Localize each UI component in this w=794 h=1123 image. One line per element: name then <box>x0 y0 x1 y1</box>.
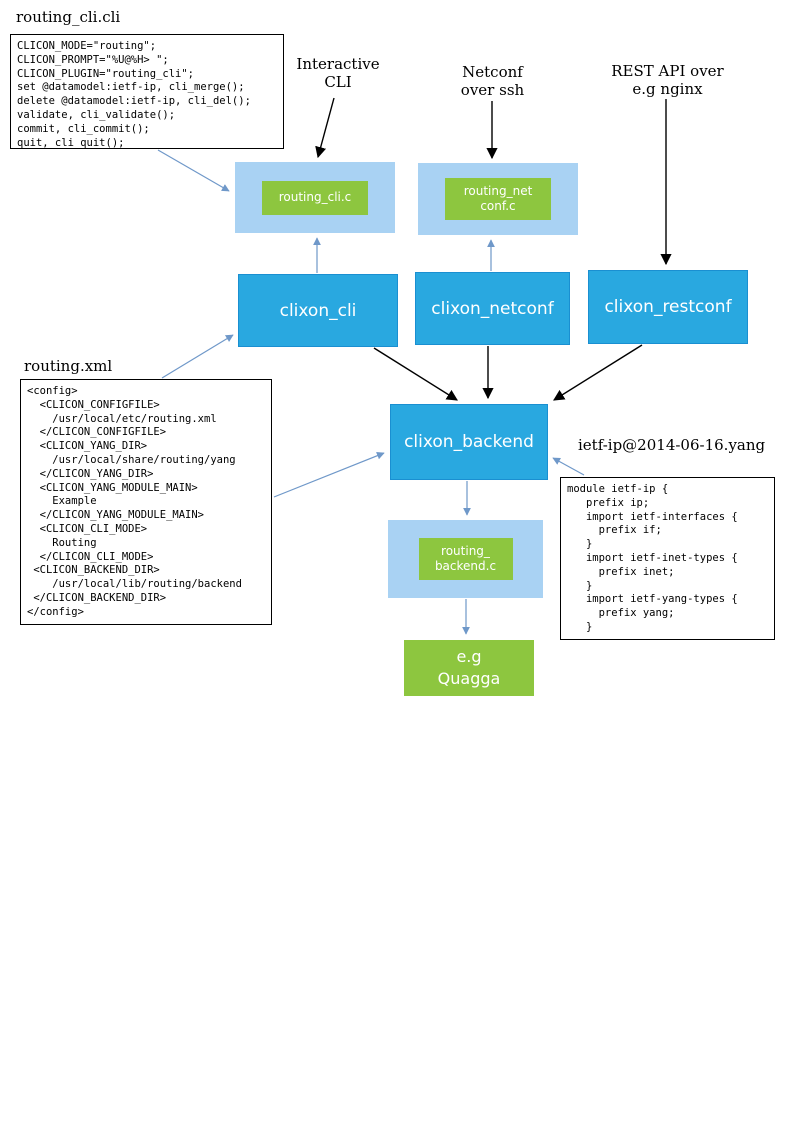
component-clixon-restconf: clixon_restconf <box>588 270 748 344</box>
arrow-xml-to-clixoncli <box>161 334 234 379</box>
plugin-routing-netconf-c: routing_net conf.c <box>445 178 551 220</box>
component-clixon-netconf: clixon_netconf <box>415 272 570 345</box>
annotation-rest-api: REST API over e.g nginx <box>611 62 724 98</box>
cli-code-box: CLICON_MODE="routing"; CLICON_PROMPT="%U… <box>10 34 284 149</box>
component-clixon-backend: clixon_backend <box>390 404 548 480</box>
component-clixon-cli: clixon_cli <box>238 274 398 347</box>
plugin-container-netconf: routing_net conf.c <box>418 163 578 235</box>
yang-code-box: module ietf-ip { prefix ip; import ietf-… <box>560 477 775 640</box>
arrow-yang-to-backend <box>552 457 585 476</box>
plugin-container-backend: routing_ backend.c <box>388 520 543 598</box>
xml-file-title: routing.xml <box>24 357 113 375</box>
arrow-cli-to-backend <box>373 347 458 401</box>
xml-code-box: <config> <CLICON_CONFIGFILE> /usr/local/… <box>20 379 272 625</box>
annotation-interactive-cli: Interactive CLI <box>296 55 380 91</box>
external-quagga: e.g Quagga <box>404 640 534 696</box>
arrow-xml-to-backend <box>273 451 385 498</box>
plugin-routing-cli-c: routing_cli.c <box>262 180 368 215</box>
annotation-netconf-over-ssh: Netconf over ssh <box>460 63 525 99</box>
arrow-restconf-to-backend <box>553 344 643 401</box>
yang-file-title: ietf-ip@2014-06-16.yang <box>578 436 766 454</box>
arrow-clifile-to-cliplugin <box>157 149 230 192</box>
cli-file-title: routing_cli.cli <box>16 8 121 26</box>
arrow-interactive-cli-to-plugin <box>315 97 335 159</box>
plugin-routing-backend-c: routing_ backend.c <box>418 538 513 580</box>
plugin-container-cli: routing_cli.c <box>235 162 395 233</box>
